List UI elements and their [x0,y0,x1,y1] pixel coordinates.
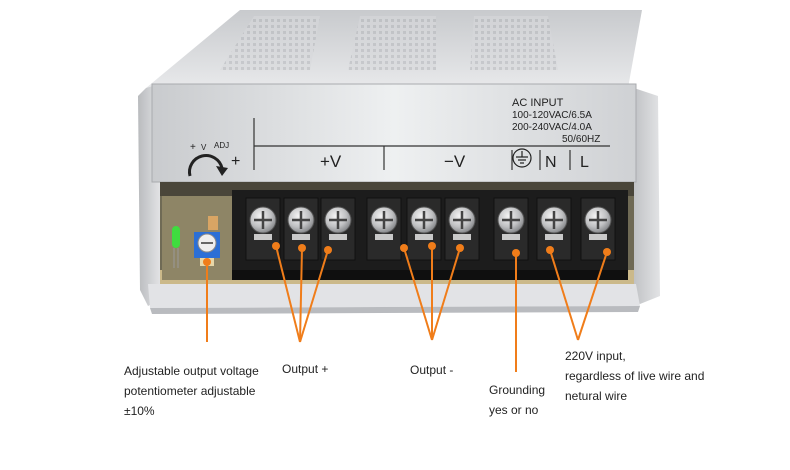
leader-dot-op2 [298,244,306,252]
adjust-arrowhead [216,166,228,176]
terminal-screw-output-plus-3[interactable] [320,197,356,261]
terminal-screw-output-plus-1[interactable] [245,197,281,261]
status-led [172,226,180,268]
leader-dot-pot [203,258,211,266]
terminal-screw-output-minus-1[interactable] [366,197,402,261]
leader-dot-gnd [512,249,520,257]
terminal-screws [245,197,616,261]
leader-line-op2 [299,247,303,343]
panel-markings [253,118,610,170]
ac-input-title: AC INPUT [512,97,564,109]
adj-plus-small: + [190,142,196,153]
live-label: L [580,154,589,171]
leader-dot-om3 [456,244,464,252]
callout-adjust-line3: ±10% [124,404,155,418]
adjust-arrow-icon [188,154,224,177]
leader-dot-om1 [400,244,408,252]
leader-line-n [549,249,579,341]
leader-dot-om2 [428,242,436,250]
ac-input-line3: 50/60HZ [562,134,600,145]
terminal-screw-output-minus-2[interactable] [406,197,442,261]
callout-grounding-line1: Grounding [489,383,546,397]
adj-v-small: V [201,143,207,152]
leader-dot-l [603,248,611,256]
leader-line-l [577,251,608,341]
leader-line-om3 [431,247,461,341]
terminal-screw-output-plus-2[interactable] [283,197,319,261]
ac-input-line1: 100-120VAC/6.5A [512,110,592,121]
callout-adjust-line1: Adjustable output voltage [124,364,259,378]
callout-grounding-line2: yes or no [489,403,539,417]
callout-input-line1: 220V input, [565,349,626,363]
ground-icon [512,148,532,168]
adj-text: ADJ [214,141,229,150]
callout-adjust-line2: potentiometer adjustable [124,384,256,398]
terminal-screw-neutral[interactable] [536,197,572,261]
terminal-screw-ground[interactable] [493,197,529,261]
adjust-marking: + V ADJ + [188,141,240,177]
adj-big-plus: + [231,153,240,170]
leader-dot-n [546,246,554,254]
callout-adjustable-potentiometer: Adjustable output voltage potentiometer … [124,361,259,421]
ac-input-line2: 200-240VAC/4.0A [512,122,592,133]
leader-line-op1 [275,245,301,343]
case-top [146,10,642,88]
callout-output-minus: Output - [410,360,453,380]
leader-dot-op1 [272,242,280,250]
leader-line-op3 [299,249,329,343]
terminal-screw-live[interactable] [580,197,616,261]
callout-grounding: Grounding yes or no [489,380,545,420]
neutral-label: N [545,154,557,171]
callout-output-plus: Output + [282,359,328,379]
minus-v-label: −V [444,152,466,171]
leader-lines [203,242,611,372]
callout-ac-input: 220V input, regardless of live wire and … [565,346,704,406]
front-label-panel [151,83,637,183]
leader-line-om1 [403,247,433,341]
potentiometer[interactable] [194,232,220,266]
plus-v-label: +V [320,152,342,171]
callout-input-line2: regardless of live wire and [565,369,705,383]
leader-dot-op3 [324,246,332,254]
callout-output-plus-text: Output + [282,362,329,376]
callout-input-line3: netural wire [565,389,628,403]
callout-output-minus-text: Output - [410,363,454,377]
